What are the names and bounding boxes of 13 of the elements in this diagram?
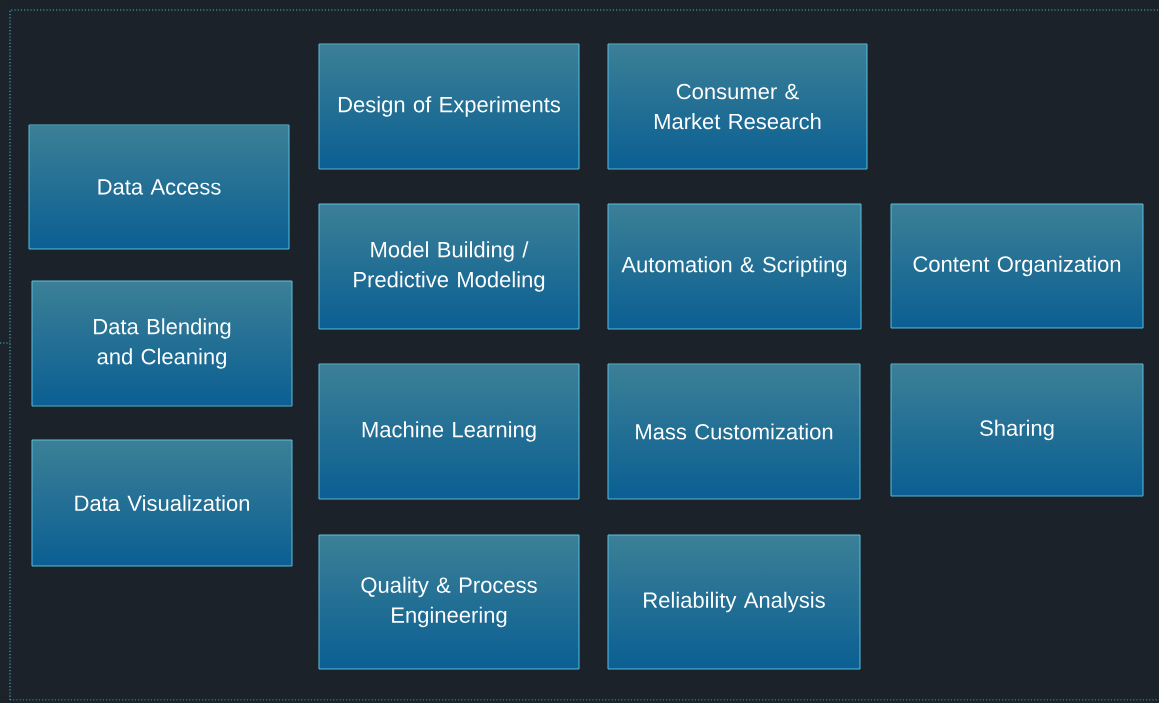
text-box: Data Access [28, 124, 290, 250]
text-box: Reliability Analysis [607, 534, 861, 670]
text-box: Quality & Process Engineering [318, 534, 580, 670]
text-box: Mass Customization [607, 363, 861, 500]
text-box: Sharing [890, 363, 1144, 497]
text-box: Design of Experiments [318, 43, 580, 170]
text-box: Model Building / Predictive Modeling [318, 203, 580, 330]
text-box: Content Organization [890, 203, 1144, 329]
text-box: Machine Learning [318, 363, 580, 500]
text-box: Data Blending and Cleaning [31, 280, 293, 407]
text-box: Automation & Scripting [607, 203, 862, 330]
text-box: Data Visualization [31, 439, 293, 567]
text-box: Consumer & Market Research [607, 43, 868, 170]
